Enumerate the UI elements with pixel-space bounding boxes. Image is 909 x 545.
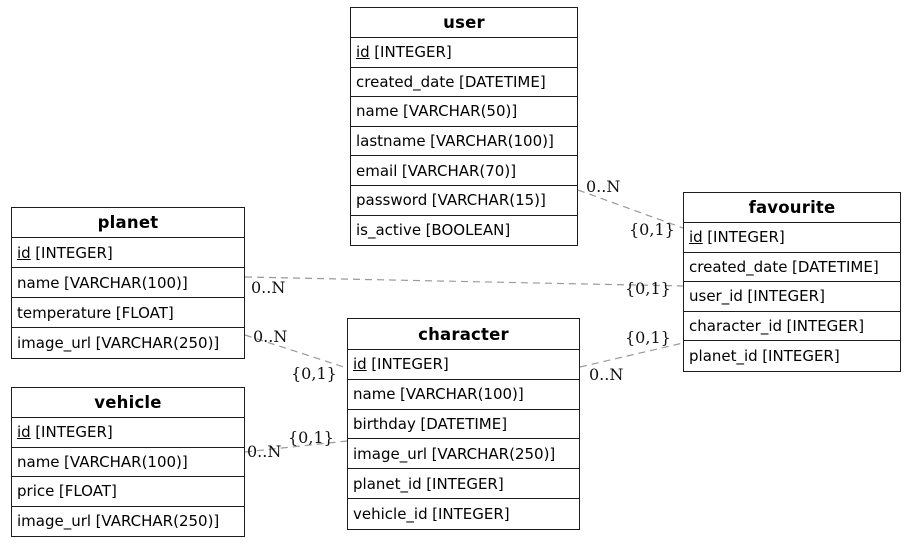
field-type: [INTEGER] bbox=[35, 243, 113, 262]
table-title: user bbox=[351, 8, 577, 38]
cardinality-label: 0..N bbox=[589, 365, 624, 384]
field-type: [INTEGER] bbox=[371, 355, 449, 374]
table-title: planet bbox=[12, 208, 244, 238]
field-type: [DATETIME] bbox=[791, 257, 879, 276]
field-type: [VARCHAR(250)] bbox=[95, 512, 220, 531]
field-row: price[FLOAT] bbox=[12, 477, 244, 507]
field-type: [FLOAT] bbox=[58, 482, 117, 501]
field-row: name[VARCHAR(50)] bbox=[351, 97, 577, 127]
field-name: user_id bbox=[689, 287, 743, 306]
cardinality-label: {0,1} bbox=[288, 428, 334, 447]
field-name: email bbox=[356, 161, 398, 180]
cardinality-label: {0,1} bbox=[291, 364, 337, 383]
field-row: planet_id[INTEGER] bbox=[348, 469, 579, 499]
field-row: image_url[VARCHAR(250)] bbox=[348, 439, 579, 470]
field-row: email[VARCHAR(70)] bbox=[351, 156, 577, 186]
field-row: password[VARCHAR(15)] bbox=[351, 186, 577, 216]
field-type: [INTEGER] bbox=[707, 228, 785, 247]
field-name: password bbox=[356, 191, 428, 210]
cardinality-label: 0..N bbox=[247, 442, 282, 461]
field-type: [VARCHAR(50)] bbox=[403, 102, 518, 121]
field-row: image_url[VARCHAR(250)] bbox=[12, 328, 244, 358]
field-type: [VARCHAR(70)] bbox=[401, 161, 517, 180]
field-type: [VARCHAR(100)] bbox=[400, 385, 524, 404]
cardinality-label: 0..N bbox=[586, 177, 621, 196]
cardinality-label: {0,1} bbox=[629, 220, 675, 239]
field-type: [INTEGER] bbox=[374, 43, 452, 62]
table-vehicle: vehicle id[INTEGER] name[VARCHAR(100)] p… bbox=[11, 387, 245, 537]
field-row: is_active[BOOLEAN] bbox=[351, 216, 577, 246]
table-title: character bbox=[348, 319, 579, 350]
field-row: created_date[DATETIME] bbox=[351, 68, 577, 98]
field-row: id[INTEGER] bbox=[351, 38, 577, 68]
field-name: id bbox=[17, 243, 31, 262]
field-type: [VARCHAR(15)] bbox=[431, 191, 546, 210]
relation-line-planet-favourite bbox=[244, 276, 684, 287]
field-type: [DATETIME] bbox=[458, 72, 546, 91]
field-row: vehicle_id[INTEGER] bbox=[348, 499, 579, 529]
field-type: [INTEGER] bbox=[747, 287, 825, 306]
field-type: [VARCHAR(250)] bbox=[95, 334, 220, 352]
field-name: price bbox=[17, 482, 55, 501]
field-name: created_date bbox=[356, 72, 455, 91]
table-title: vehicle bbox=[12, 388, 244, 418]
field-name: planet_id bbox=[353, 474, 422, 493]
field-name: birthday bbox=[353, 414, 416, 433]
field-row: image_url[VARCHAR(250)] bbox=[12, 507, 244, 537]
table-favourite: favourite id[INTEGER] created_date[DATET… bbox=[683, 192, 901, 372]
cardinality-label: {0,1} bbox=[625, 279, 671, 298]
field-row: temperature[FLOAT] bbox=[12, 298, 244, 328]
field-row: planet_id[INTEGER] bbox=[684, 341, 900, 371]
field-name: temperature bbox=[17, 303, 112, 322]
field-row: birthday[DATETIME] bbox=[348, 410, 579, 440]
field-name: name bbox=[353, 385, 396, 404]
cardinality-label: {0,1} bbox=[625, 328, 671, 347]
field-type: [INTEGER] bbox=[432, 504, 510, 523]
field-name: name bbox=[17, 273, 60, 292]
field-row: lastname[VARCHAR(100)] bbox=[351, 127, 577, 157]
field-type: [INTEGER] bbox=[35, 423, 113, 442]
field-name: name bbox=[356, 102, 399, 121]
table-planet: planet id[INTEGER] name[VARCHAR(100)] te… bbox=[11, 207, 245, 359]
field-row: created_date[DATETIME] bbox=[684, 253, 900, 283]
field-row: name[VARCHAR(100)] bbox=[12, 448, 244, 477]
field-name: name bbox=[17, 452, 60, 471]
field-row: character_id[INTEGER] bbox=[684, 312, 900, 342]
field-type: [FLOAT] bbox=[115, 303, 174, 322]
field-row: id[INTEGER] bbox=[348, 350, 579, 380]
field-name: id bbox=[353, 355, 367, 374]
field-name: image_url bbox=[17, 512, 92, 531]
table-user: user id[INTEGER] created_date[DATETIME] … bbox=[350, 7, 578, 247]
field-name: character_id bbox=[689, 317, 783, 336]
field-name: id bbox=[689, 228, 703, 247]
field-row: name[VARCHAR(100)] bbox=[348, 380, 579, 410]
field-type: [VARCHAR(250)] bbox=[431, 444, 556, 463]
table-character: character id[INTEGER] name[VARCHAR(100)]… bbox=[347, 318, 580, 530]
field-row: id[INTEGER] bbox=[12, 238, 244, 268]
field-name: id bbox=[17, 423, 31, 442]
field-row: id[INTEGER] bbox=[12, 418, 244, 448]
field-name: created_date bbox=[689, 257, 788, 276]
field-name: id bbox=[356, 43, 370, 62]
field-row: name[VARCHAR(100)] bbox=[12, 268, 244, 298]
field-name: planet_id bbox=[689, 347, 758, 366]
field-name: is_active bbox=[356, 221, 422, 240]
field-type: [VARCHAR(100)] bbox=[430, 132, 554, 151]
table-title: favourite bbox=[684, 193, 900, 223]
field-name: lastname bbox=[356, 132, 426, 151]
field-row: id[INTEGER] bbox=[684, 223, 900, 253]
field-type: [BOOLEAN] bbox=[425, 221, 511, 240]
cardinality-label: 0..N bbox=[253, 327, 288, 346]
field-row: user_id[INTEGER] bbox=[684, 282, 900, 312]
field-type: [DATETIME] bbox=[420, 414, 508, 433]
field-type: [INTEGER] bbox=[786, 317, 865, 336]
field-type: [INTEGER] bbox=[426, 474, 504, 493]
field-name: vehicle_id bbox=[353, 504, 428, 523]
field-type: [INTEGER] bbox=[762, 347, 840, 366]
field-name: image_url bbox=[353, 444, 428, 463]
cardinality-label: 0..N bbox=[251, 278, 286, 297]
field-type: [VARCHAR(100)] bbox=[64, 452, 188, 471]
field-name: image_url bbox=[17, 334, 92, 352]
field-type: [VARCHAR(100)] bbox=[64, 273, 188, 292]
